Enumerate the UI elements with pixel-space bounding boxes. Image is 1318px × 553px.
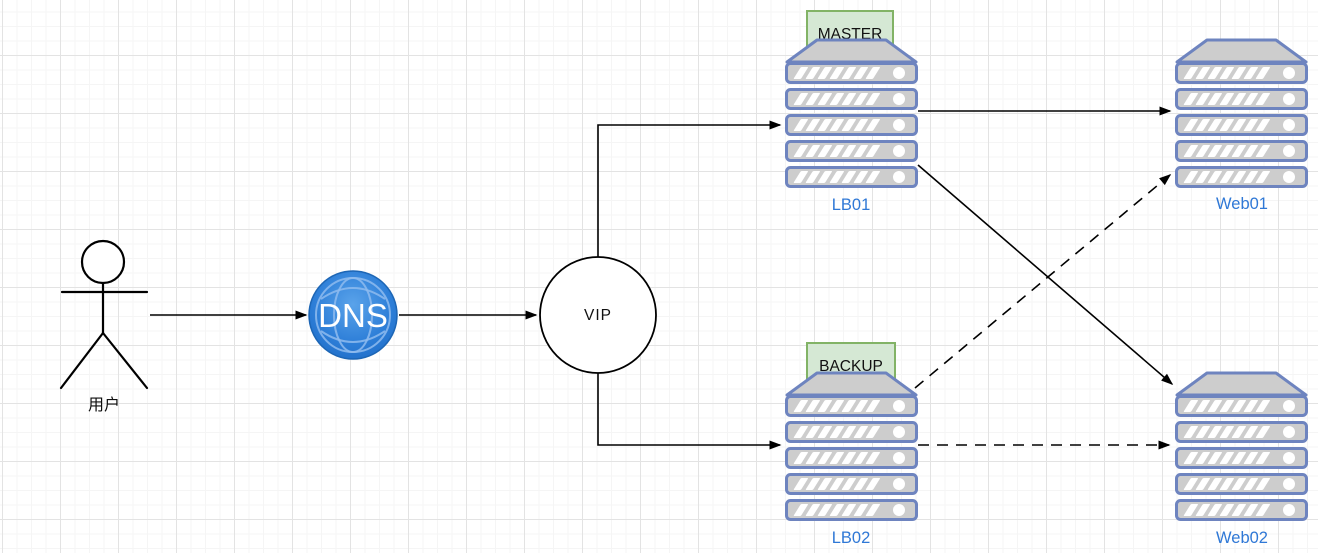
globe-latitude-bottom [320,330,386,343]
stickman-leg-right [101,331,149,390]
edges [150,106,1174,450]
backup-badge-label: BACKUP [819,358,883,375]
node-dns[interactable]: DNS [308,270,398,360]
node-user[interactable]: 用户 [59,239,149,414]
edge-vip-lb01[interactable] [597,120,782,257]
stickman-head [80,239,126,285]
node-web02[interactable]: Web02 [1177,373,1307,547]
globe-latitude-top [320,287,386,300]
server-stack-icon [1177,373,1307,520]
web02-label: Web02 [1216,529,1268,547]
server-stack-icon [1177,40,1307,187]
lb01-label: LB01 [832,196,871,214]
globe-meridian-line [333,277,373,353]
server-stack-icon [787,40,917,187]
node-web01[interactable]: Web01 [1177,40,1307,213]
web01-label: Web01 [1216,195,1268,213]
user-label: 用户 [88,396,120,414]
server-stack-icon [787,373,917,520]
edge-vip-lb02[interactable] [597,373,782,450]
node-vip[interactable]: VIP [539,256,657,374]
edge-lb02-web01[interactable] [914,174,1172,389]
edge-lb01-web02[interactable] [917,164,1174,385]
dns-label: DNS [318,297,388,334]
vip-label: VIP [584,307,612,324]
lb02-label: LB02 [832,529,871,547]
stickman-leg-left [59,331,105,390]
node-lb01[interactable]: LB01 [787,40,917,214]
node-lb02[interactable]: LB02 [787,373,917,547]
